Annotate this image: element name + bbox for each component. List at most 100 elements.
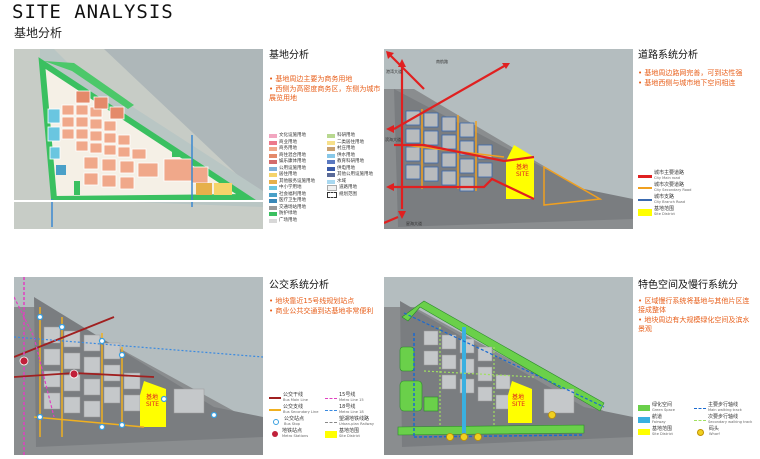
- legend-label: 15号线: [339, 392, 356, 398]
- note-item: • 基地西侧与城市地下空间相连: [638, 79, 736, 87]
- legend-item: 水域: [327, 179, 383, 186]
- note-item: • 西侧为高密度商务区，东侧为城市展览用地: [269, 85, 381, 102]
- legend-item: 商住混合用地: [269, 153, 327, 160]
- note-text: 西侧为高密度商务区，东侧为城市展览用地: [269, 85, 381, 102]
- legend-swatch: [638, 405, 650, 411]
- legend-item: 防护绿地: [269, 211, 327, 218]
- legend-label-en: Secondary walking track: [708, 420, 753, 424]
- legend-label: 基地范围: [652, 426, 673, 432]
- note-text: 区域慢行系统将基地与其他片区连接成整体: [638, 297, 750, 314]
- legend-label: 城市次要道路: [654, 182, 685, 188]
- road-site-label: 基地: [516, 163, 528, 171]
- note-text: 地块周边有大规模绿化空间及滨水景观: [638, 316, 750, 333]
- legend-swatch: [269, 186, 277, 191]
- legend-swatch: [325, 421, 337, 423]
- legend-label: 码头: [709, 426, 720, 432]
- legend-swatch: [269, 153, 277, 158]
- land-use-legend: 文化设施用地 商业用地 商务用地 商住混合用地 娱乐康体用地 公用设施用地 居住…: [269, 133, 383, 224]
- legend-swatch: [327, 191, 337, 198]
- legend-swatch: [269, 397, 281, 399]
- legend-label: 基地范围: [339, 428, 360, 434]
- legend-swatch: [638, 187, 652, 189]
- legend-label: 城市主要道路: [654, 170, 685, 176]
- legend-item: 商业用地: [269, 140, 327, 147]
- legend-label: 城市支路: [654, 194, 675, 200]
- transit-site-label: 基地: [146, 393, 158, 401]
- legend-label: 教育科研用地: [337, 159, 364, 165]
- note-text: 商业公共交通到达基地非常便利: [275, 307, 374, 315]
- road-label: 星海大道: [406, 220, 422, 226]
- road-system-map: 基地 SITE 港湾大道 南航路 滨海大道 星海大道: [384, 49, 633, 229]
- legend-item: 商务用地: [269, 146, 327, 153]
- legend-swatch: [327, 160, 335, 165]
- legend-label: 基地范围: [654, 206, 675, 212]
- legend-item: 广场用地: [269, 218, 327, 225]
- legend-swatch: [638, 199, 652, 201]
- road-label: 南航路: [436, 58, 448, 64]
- site-analysis-notes: • 基地周边主要为商务用地 • 西侧为高密度商务区，东侧为城市展览用地: [269, 75, 381, 104]
- note-text: 基地西侧与城市地下空间相连: [644, 79, 736, 87]
- legend-label: 居住用地: [279, 172, 297, 178]
- transit-site-label-en: SITE: [146, 401, 159, 408]
- legend-swatch: [325, 409, 337, 411]
- legend-column-left: 文化设施用地 商业用地 商务用地 商住混合用地 娱乐康体用地 公用设施用地 居住…: [269, 133, 327, 224]
- legend-item: 教育科研用地: [327, 159, 383, 166]
- legend-item: 交通场站用地: [269, 205, 327, 212]
- legend-item: 二类居住用地: [327, 140, 383, 147]
- land-use-map: [14, 49, 263, 229]
- legend-label: 望湖地铁线路: [339, 416, 370, 422]
- legend-label: 防护绿地: [279, 211, 297, 217]
- legend-label-en: Green Space: [652, 408, 675, 412]
- legend-item: 居住用地: [269, 172, 327, 179]
- legend-label: 次要步行轴线: [708, 414, 739, 420]
- road-analysis-notes: • 基地周边路网完善，可到达性强 • 基地西侧与城市地下空间相连: [638, 69, 756, 89]
- note-item: • 基地周边主要为商务用地: [269, 75, 353, 83]
- legend-swatch: [327, 179, 335, 184]
- note-item: • 地块周边有大规模绿化空间及滨水景观: [638, 316, 750, 333]
- legend-swatch: [327, 173, 335, 178]
- site-analysis-title: 基地分析: [269, 50, 309, 61]
- legend-label: 文化设施用地: [279, 133, 306, 139]
- legend-label: 航道: [652, 414, 663, 420]
- legend-label: 商务用地: [279, 146, 297, 152]
- legend-swatch: [269, 192, 277, 197]
- legend-swatch: [327, 153, 335, 158]
- legend-swatch: [269, 160, 277, 165]
- legend-label: 其他服务设施用地: [279, 178, 315, 184]
- legend-swatch: [269, 212, 277, 217]
- legend-swatch: [269, 147, 277, 152]
- green-space-map: 基地 SITE: [384, 277, 633, 455]
- legend-label-en: Metro Stations: [282, 434, 309, 438]
- legend-label: 医疗卫生用地: [279, 198, 306, 204]
- green-site-label-en: SITE: [512, 401, 525, 408]
- legend-item: 娱乐康体用地: [269, 159, 327, 166]
- legend-label: 规划范围: [339, 191, 357, 197]
- legend-label: 村庄用地: [337, 146, 355, 152]
- legend-item: 公用设施用地: [269, 166, 327, 173]
- legend-swatch: [327, 147, 335, 152]
- legend-label-en: Site District: [652, 432, 673, 436]
- note-item: • 基地周边路网完善，可到达性强: [638, 69, 743, 77]
- legend-swatch: [638, 174, 652, 178]
- legend-label: 其他公用设施用地: [337, 172, 373, 178]
- legend-label: 主要步行轴线: [708, 402, 739, 408]
- note-text: 基地周边主要为商务用地: [275, 75, 353, 83]
- road-label: 港湾大道: [386, 68, 402, 74]
- legend-label-en: City Secondary Road: [654, 188, 692, 192]
- legend-label-en: Site District: [339, 434, 360, 438]
- legend-swatch: [269, 179, 277, 184]
- bus-stop-icon: [273, 419, 279, 425]
- legend-label: 公交支线: [283, 404, 304, 410]
